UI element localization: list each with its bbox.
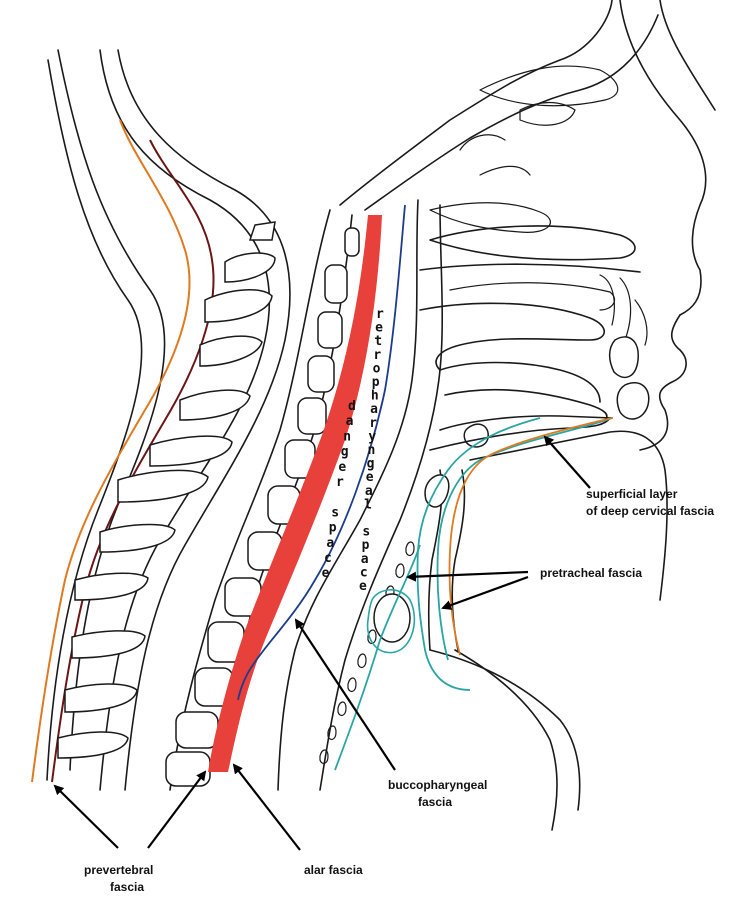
vertebra-c2: [325, 265, 347, 303]
skin-outline: [47, 50, 165, 780]
vertebra-t6: [166, 752, 210, 786]
alar-label: alar fascia: [304, 863, 363, 877]
fascia-labels: superficial layer of deep cervical fasci…: [84, 487, 714, 894]
superficial-label-line1: superficial layer: [586, 487, 678, 501]
vertebra-c4: [308, 356, 334, 392]
vertebra-t5: [176, 712, 218, 748]
superficial-layer-line: [449, 418, 612, 655]
pretracheal-arrow-right: [443, 577, 528, 608]
vertebra-c1: [345, 228, 359, 256]
superficial-layer-arrow: [545, 437, 590, 488]
vertebra-c3: [318, 312, 342, 348]
skull-and-face: [340, 0, 715, 450]
pretracheal-fascia-lines: [335, 418, 612, 770]
alar-arrow: [234, 765, 300, 850]
pretracheal-label: pretracheal fascia: [540, 566, 642, 580]
pretracheal-arrow-left: [408, 572, 528, 577]
vertebra-c5: [298, 398, 326, 434]
prevertebral-label-line1: prevertebral: [84, 863, 153, 877]
prevertebral-arrow-left: [55, 786, 118, 848]
buccopharyngeal-label-line1: buccopharyngeal: [388, 778, 487, 792]
superficial-label-line2: of deep cervical fascia: [586, 504, 714, 518]
buccopharyngeal-label-line2: fascia: [418, 795, 452, 809]
prevertebral-label-line2: fascia: [110, 880, 144, 894]
